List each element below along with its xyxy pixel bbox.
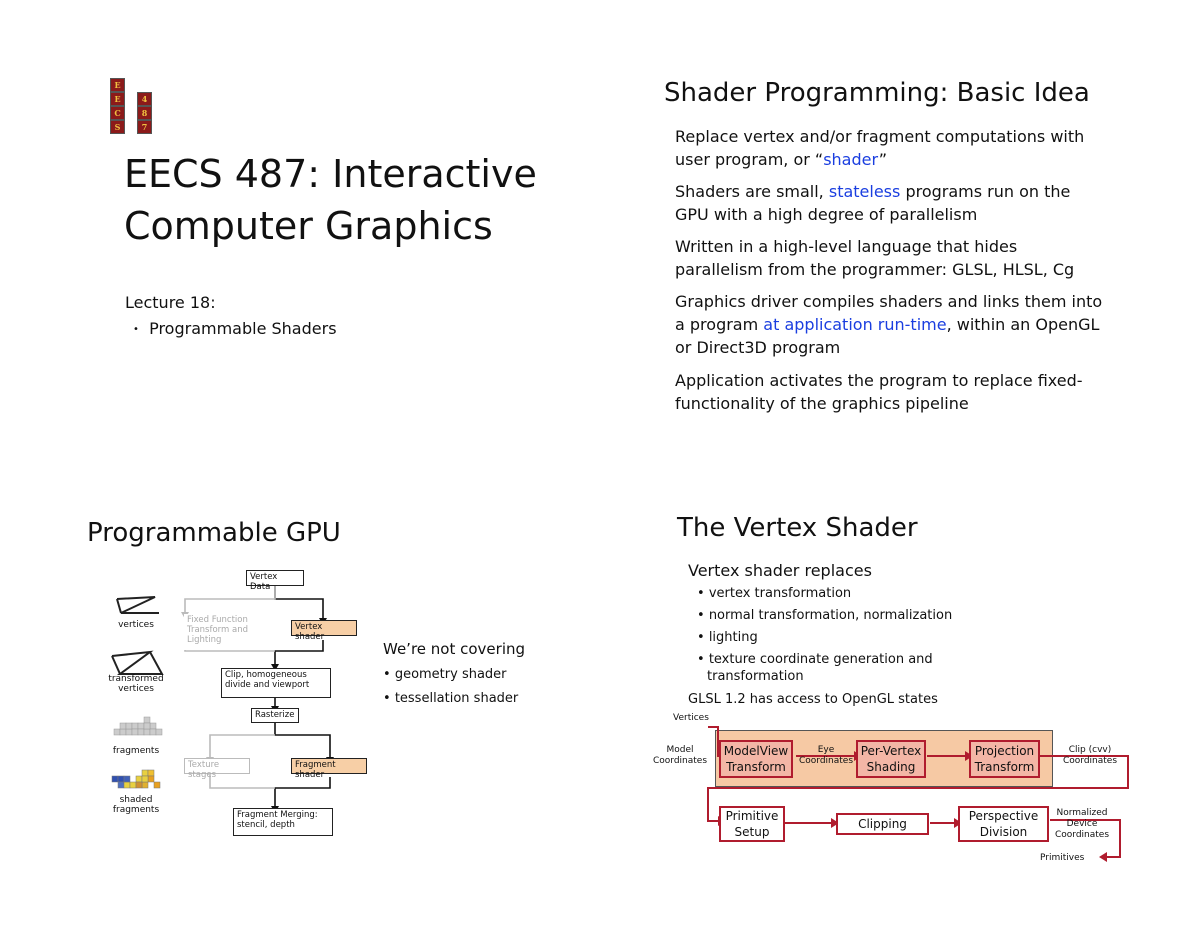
logo-letter: C	[110, 106, 125, 120]
note-item: • geometry shader	[383, 667, 507, 682]
fragment-merging-box: Fragment Merging: stencil, depth	[233, 808, 333, 836]
vertex-shader-box: Vertex shader	[291, 620, 357, 642]
course-title-line: EECS 487: Interactive	[124, 152, 537, 196]
text: , within an OpenGL or Direct3D program	[675, 315, 1100, 357]
replaces-list: • vertex transformation • normal transfo…	[697, 585, 987, 685]
vertices-label: Vertices	[673, 713, 709, 723]
slide-title: The Vertex Shader	[677, 513, 918, 543]
note-item-text: tessellation shader	[394, 691, 519, 706]
primitive-setup-box: Primitive Setup	[719, 806, 785, 842]
icon-label: vertices	[118, 620, 154, 630]
paragraph: Application activates the program to rep…	[675, 371, 1083, 413]
paragraph: Shaders are small, stateless programs ru…	[675, 180, 1105, 226]
bullet-icon: •	[133, 324, 139, 335]
course-title-line: Computer Graphics	[124, 204, 493, 248]
lecture-topic: • Programmable Shaders	[133, 319, 337, 338]
slide-basic-idea: Shader Programming: Basic Idea Replace v…	[600, 0, 1200, 463]
slide-programmable-gpu: Programmable GPU vertices transformed ve…	[0, 463, 600, 927]
shaded-fragments-icon	[111, 769, 161, 789]
logo-letter: 7	[137, 120, 152, 134]
list-item-text: vertex transformation	[708, 586, 852, 601]
note-title: We’re not covering	[383, 640, 526, 658]
list-item-text: texture coordinate generation and transf…	[707, 652, 933, 684]
term-highlight: stateless	[828, 182, 901, 201]
text: programs run on the GPU with a high degr…	[675, 182, 1071, 224]
list-item: • texture coordinate generation and tran…	[697, 652, 933, 684]
text: Replace vertex and/or fragment computati…	[675, 127, 1085, 169]
eecs-logo: E E C S 4 8 7	[106, 78, 154, 134]
vertex-data-box: Vertex Data	[246, 570, 304, 592]
clip-box: Clip, homogeneous divide and viewport	[221, 668, 331, 698]
pipeline-arrows	[181, 586, 334, 813]
text: ”	[878, 150, 888, 169]
slide-title: Shader Programming: Basic Idea	[664, 78, 1090, 108]
list-item-text: normal transformation, normalization	[708, 608, 953, 623]
logo-letter: S	[110, 120, 125, 134]
list-item: • lighting	[697, 630, 758, 645]
paragraph: Graphics driver compiles shaders and lin…	[675, 290, 1105, 359]
pipeline-arrows	[707, 726, 1129, 862]
fragment-shader-box: Fragment shader	[291, 758, 367, 780]
list-item: • vertex transformation	[697, 586, 852, 601]
lecture-topic-text: Programmable Shaders	[149, 319, 337, 338]
vertices-icon	[116, 596, 159, 614]
term-highlight: at application run-time	[763, 315, 947, 334]
glsl-note: GLSL 1.2 has access to OpenGL states	[688, 692, 938, 707]
fixed-function-box: Fixed Function Transform and Lighting	[184, 614, 254, 650]
slide-title: Programmable GPU	[87, 518, 341, 548]
note-item-text: geometry shader	[394, 667, 507, 682]
clipping-box: Clipping	[836, 813, 929, 835]
icon-label: shaded fragments	[112, 795, 160, 815]
modelview-box: ModelView Transform	[719, 740, 793, 778]
paragraph: Written in a high-level language that hi…	[675, 237, 1075, 279]
texture-stages-box: Texture stages	[184, 758, 250, 780]
text: Shaders are small,	[675, 182, 829, 201]
model-coords-label: Model Coordinates	[652, 745, 708, 766]
subheading: Vertex shader replaces	[688, 561, 872, 580]
course-title: EECS 487: Interactive Computer Graphics	[124, 148, 537, 252]
lecture-number: Lecture 18:	[125, 293, 216, 312]
icon-label: fragments	[112, 746, 160, 756]
logo-letter: 8	[137, 106, 152, 120]
primitives-label: Primitives	[1040, 853, 1085, 863]
transformed-vertices-icon	[111, 650, 164, 675]
note-item: • tessellation shader	[383, 691, 519, 706]
list-item-text: lighting	[708, 630, 758, 645]
text: Graphics driver compiles shaders and lin…	[675, 292, 1103, 334]
list-item: • normal transformation, normalization	[697, 608, 953, 623]
logo-letter: 4	[137, 92, 152, 106]
slide-vertex-shader: The Vertex Shader Vertex shader replaces…	[600, 463, 1200, 927]
slide-title: E E C S 4 8 7 EECS 487: Interactive Comp…	[0, 0, 600, 463]
icon-label: transformed vertices	[108, 674, 164, 694]
perspective-division-box: Perspective Division	[958, 806, 1049, 842]
eye-coords-label: Eye Coordinates	[798, 745, 854, 766]
ndc-label: Normalized Device Coordinates	[1054, 808, 1110, 840]
per-vertex-shading-box: Per-Vertex Shading	[856, 740, 926, 778]
rasterize-box: Rasterize	[251, 708, 299, 723]
fragments-icon	[113, 716, 163, 736]
projection-box: Projection Transform	[969, 740, 1040, 778]
term-highlight: shader	[823, 150, 879, 169]
logo-letter: E	[110, 92, 125, 106]
paragraph: Replace vertex and/or fragment computati…	[675, 125, 1105, 171]
clip-coords-label: Clip (cvv) Coordinates	[1062, 745, 1118, 766]
logo-letter: E	[110, 78, 125, 92]
